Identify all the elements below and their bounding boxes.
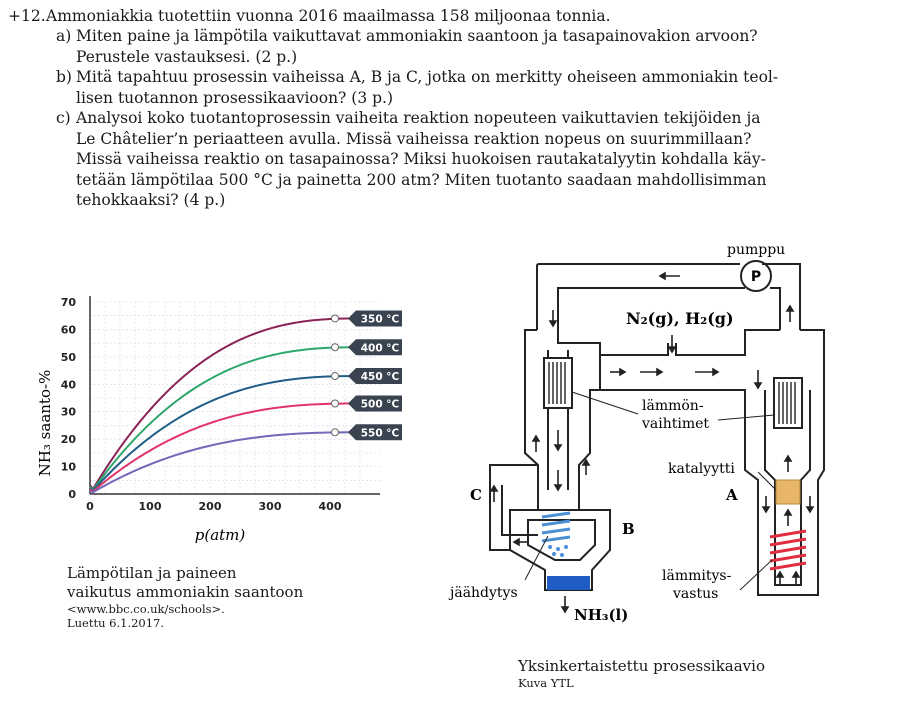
mid-pipe xyxy=(600,329,825,596)
chart-series xyxy=(89,317,361,494)
cooling-droplets xyxy=(548,545,568,557)
part-a-label: a) xyxy=(56,27,72,45)
part-a-line: Miten paine ja lämpötila vaikuttavat amm… xyxy=(76,27,758,45)
outlet-label: NH₃(l) xyxy=(574,606,628,624)
x-tick-label: 300 xyxy=(259,500,282,513)
legend-dot xyxy=(331,314,339,323)
top-pipe-outer xyxy=(536,263,801,330)
diagram-caption-credit: Kuva YTL xyxy=(518,676,574,690)
cooling-label: jäähdytys xyxy=(448,585,518,601)
legend-label: 350 °C xyxy=(361,313,400,325)
y-tick-label: 10 xyxy=(61,461,77,474)
part-c-label: c) xyxy=(56,109,71,127)
heat-exchangers-label: vaihtimet xyxy=(641,416,709,432)
series-line xyxy=(89,431,361,494)
pump-letter: P xyxy=(751,269,761,285)
legend-label: 500 °C xyxy=(361,398,400,410)
heater-coils xyxy=(769,529,807,571)
heater-label: vastus xyxy=(672,586,718,602)
recycle-loop xyxy=(489,464,538,551)
series-line xyxy=(89,346,361,492)
chart-ticks: 0 100 200 300 400 0 10 20 30 40 50 60 70 xyxy=(61,296,342,513)
diagram-caption-title: Yksinkertaistettu prosessikaavio xyxy=(518,657,765,675)
y-tick-label: 70 xyxy=(61,296,77,309)
chart-caption-line: vaikutus ammoniakin saantoon xyxy=(67,583,304,601)
chart-caption-source: <www.bbc.co.uk/schools>. xyxy=(67,602,225,616)
series-line xyxy=(89,402,361,493)
legend-label: 550 °C xyxy=(361,427,400,439)
part-c-line: Missä vaiheissa reaktio on tasapainossa?… xyxy=(76,150,766,168)
chart-caption-line: Lämpötilan ja paineen xyxy=(67,564,237,582)
legend-dot xyxy=(331,399,339,408)
separator-inner xyxy=(527,519,596,561)
liquid-ammonia xyxy=(547,576,590,590)
chart-caption: Lämpötilan ja paineen vaikutus ammoniaki… xyxy=(67,564,303,630)
cooling-coils xyxy=(541,511,571,543)
label-c: C xyxy=(470,486,482,504)
legend-label: 400 °C xyxy=(361,342,400,354)
legend-badge xyxy=(348,310,402,327)
diagram-caption: Yksinkertaistettu prosessikaavio Kuva YT… xyxy=(518,657,765,690)
x-tick-label: 0 xyxy=(86,500,94,513)
chart-grid xyxy=(89,301,380,495)
legend-badge xyxy=(348,424,402,441)
pump-label: pumppu xyxy=(727,242,785,258)
legend-badge xyxy=(348,339,402,356)
part-c: c) Analysoi koko tuotantoprosessin vaihe… xyxy=(56,108,767,211)
x-tick-label: 400 xyxy=(319,500,342,513)
heat-exchangers-label: lämmön- xyxy=(642,398,704,414)
legend-dot xyxy=(331,428,339,437)
x-tick-label: 100 xyxy=(139,500,162,513)
yield-chart: 0 100 200 300 400 0 10 20 30 40 50 60 70 350 °C 400 °… xyxy=(36,296,402,544)
y-tick-label: 60 xyxy=(61,323,77,336)
question-number: +12. xyxy=(8,7,46,25)
part-c-line: Analysoi koko tuotantoprosessin vaiheita… xyxy=(76,109,761,127)
part-b-line: Mitä tapahtuu prosessin vaiheissa A, B j… xyxy=(76,68,779,86)
separator-b xyxy=(509,509,611,591)
catalyst-block xyxy=(775,479,801,505)
part-c-line: tetään lämpötilaa 500 °C ja painetta 200… xyxy=(76,170,767,189)
left-column xyxy=(524,329,601,510)
y-tick-label: 0 xyxy=(68,488,76,501)
part-b-label: b) xyxy=(56,68,72,86)
catalyst-label: katalyytti xyxy=(668,461,735,477)
part-c-line: tehokkaaksi? (4 p.) xyxy=(76,191,226,209)
chart-y-label: NH₃ saanto-% xyxy=(36,370,54,477)
heat-exchanger-left xyxy=(543,357,573,409)
y-tick-label: 20 xyxy=(61,433,77,446)
leader-lines xyxy=(524,391,777,591)
label-b: B xyxy=(622,520,635,538)
y-tick-label: 30 xyxy=(61,406,77,419)
part-c-line: Le Châtelier’n periaatteen avulla. Missä… xyxy=(76,129,752,148)
pump xyxy=(740,260,772,292)
chart-legend: 350 °C 400 °C 450 °C 500 °C 550 °C xyxy=(331,310,402,441)
heater-label: lämmitys- xyxy=(662,568,732,584)
top-pipe-inner xyxy=(557,287,781,330)
part-a: a) Miten paine ja lämpötila vaikuttavat … xyxy=(56,26,758,67)
reactor-inner xyxy=(764,390,811,586)
chart-axes xyxy=(89,296,380,495)
legend-badge xyxy=(348,368,402,385)
legend-badge xyxy=(348,395,402,412)
question-header: +12.Ammoniakkia tuotettiin vuonna 2016 m… xyxy=(8,6,611,27)
series-line xyxy=(89,317,361,491)
x-tick-label: 200 xyxy=(199,500,222,513)
inlet-label: N₂(g), H₂(g) xyxy=(626,309,734,328)
series-line xyxy=(89,375,361,493)
legend-dot xyxy=(331,372,339,381)
process-diagram: pumppu P N₂(g), H₂(g) lämmön- vaihtimet … xyxy=(448,242,825,624)
flow-arrows xyxy=(489,271,815,614)
label-a: A xyxy=(725,486,738,504)
y-tick-label: 40 xyxy=(61,378,77,391)
chart-caption-date: Luettu 6.1.2017. xyxy=(67,616,165,630)
question-intro: Ammoniakkia tuotettiin vuonna 2016 maail… xyxy=(46,7,611,25)
legend-label: 450 °C xyxy=(361,371,400,383)
heat-exchanger-right xyxy=(773,377,803,429)
part-a-line: Perustele vastauksesi. (2 p.) xyxy=(76,47,298,66)
part-b: b) Mitä tapahtuu prosessin vaiheissa A, … xyxy=(56,67,779,108)
part-b-line: lisen tuotannon prosessikaavioon? (3 p.) xyxy=(76,88,394,107)
chart-x-label: p(atm) xyxy=(195,526,246,544)
legend-dot xyxy=(331,343,339,352)
y-tick-label: 50 xyxy=(61,351,77,364)
